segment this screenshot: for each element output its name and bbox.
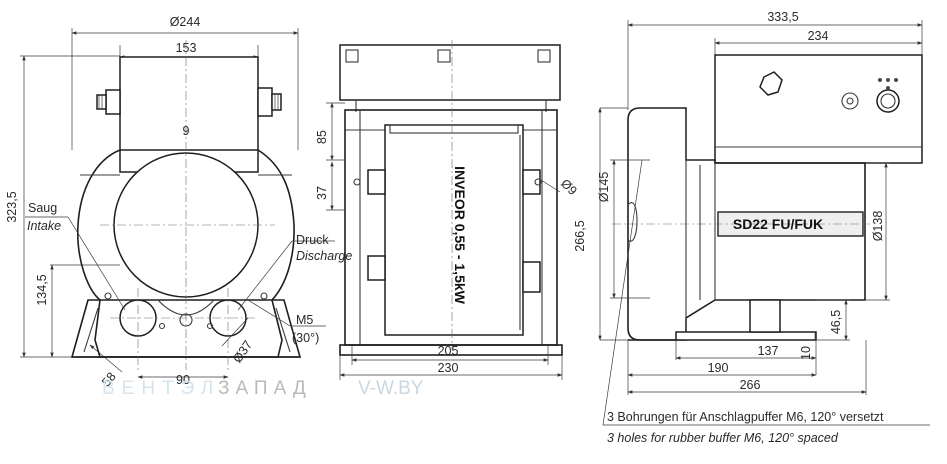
dim-10-label: 10 bbox=[799, 346, 813, 360]
dim-90-label: 90 bbox=[176, 373, 190, 387]
thread-angle-label: (30°) bbox=[292, 331, 319, 345]
dim-145-label: Ø145 bbox=[597, 172, 611, 203]
dim-230-label: 230 bbox=[438, 361, 459, 375]
side-view: 85 37 Ø9 205 230 INVEOR 0,55 - 1,5kW bbox=[315, 40, 580, 380]
motor-label: INVEOR 0,55 - 1,5kW bbox=[452, 166, 468, 305]
dim-138-label: Ø138 bbox=[871, 211, 885, 242]
watermark-left: ВЕНТЭЛ bbox=[102, 378, 220, 399]
intake-label-en: Intake bbox=[27, 219, 61, 233]
dim-hole-label: Ø9 bbox=[558, 176, 580, 198]
rear-view: 333,5 234 Ø145 266,5 Ø138 46,5 137 10 19… bbox=[573, 10, 930, 445]
dim-153-label: 153 bbox=[176, 41, 197, 55]
dim-266v-label: 266,5 bbox=[573, 220, 587, 251]
dim-333-label: 333,5 bbox=[767, 10, 798, 24]
inveor-motor bbox=[384, 124, 524, 336]
discharge-label-en: Discharge bbox=[296, 249, 352, 263]
note-english: 3 holes for rubber buffer M6, 120° space… bbox=[607, 431, 839, 445]
dim-46-label: 46,5 bbox=[829, 310, 843, 334]
dim-9-label: 9 bbox=[183, 124, 190, 138]
dim-234-label: 234 bbox=[808, 29, 829, 43]
dim-134-label: 134,5 bbox=[35, 274, 49, 305]
front-view: Ø244 153 9 323,5 134,5 58 90 Ø37 Saug In… bbox=[5, 15, 352, 389]
dim-244-label: Ø244 bbox=[170, 15, 201, 29]
watermark-right: V-W.BY bbox=[358, 378, 424, 399]
side-terminal-box bbox=[339, 44, 561, 101]
model-label: SD22 FU/FUK bbox=[733, 216, 823, 232]
watermark-mid: ЗАПАД bbox=[218, 378, 312, 399]
discharge-label-de: Druck bbox=[296, 233, 329, 247]
dim-205-label: 205 bbox=[438, 344, 459, 358]
dim-266h-label: 266 bbox=[740, 378, 761, 392]
dim-323-label: 323,5 bbox=[5, 191, 19, 222]
motor-housing bbox=[627, 107, 866, 341]
dim-37-side-label: 37 bbox=[315, 186, 329, 200]
watermark: ВЕНТЭЛ ЗАПАД V-W.BY bbox=[102, 378, 424, 399]
dim-137-label: 137 bbox=[758, 344, 779, 358]
cable-gland-left bbox=[96, 89, 121, 115]
thread-label: M5 bbox=[296, 313, 313, 327]
dim-190-label: 190 bbox=[708, 361, 729, 375]
dim-37-label: Ø37 bbox=[230, 338, 255, 365]
note-german: 3 Bohrungen für Anschlagpuffer M6, 120° … bbox=[607, 410, 884, 424]
dim-85-label: 85 bbox=[315, 130, 329, 144]
cable-gland-right bbox=[257, 87, 282, 117]
intake-label-de: Saug bbox=[28, 201, 57, 215]
